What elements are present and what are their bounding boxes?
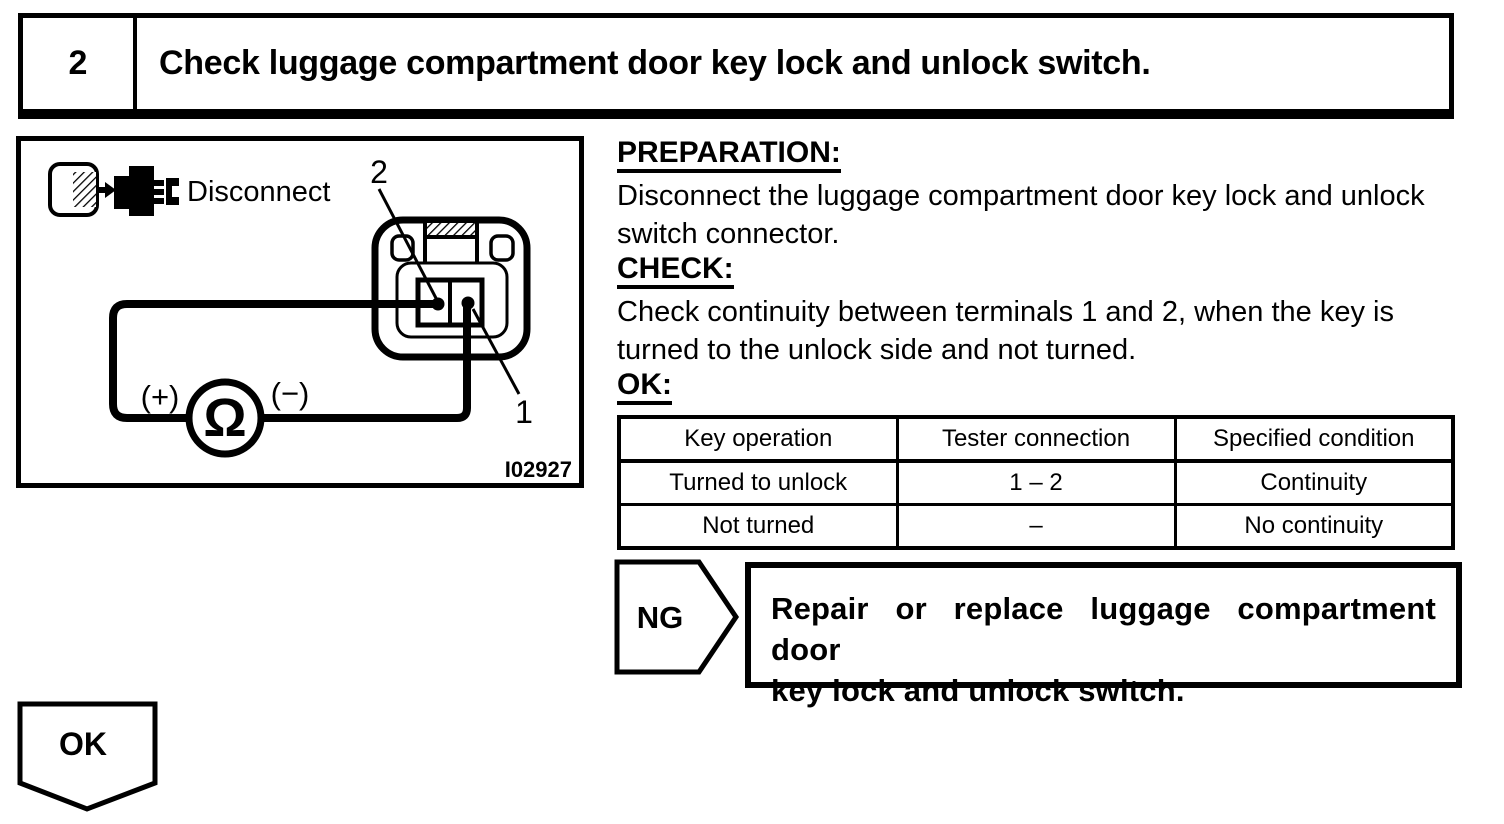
col-key-operation: Key operation xyxy=(617,415,899,463)
disconnect-label: Disconnect xyxy=(187,176,330,208)
cell-key-operation: Not turned xyxy=(617,503,899,550)
step-number: 2 xyxy=(23,18,137,109)
col-tester-connection: Tester connection xyxy=(895,415,1177,463)
ng-action-box: Repair or replace luggage compartment do… xyxy=(745,562,1462,708)
ok-pentagon xyxy=(17,701,158,812)
table-row: Not turned – No continuity xyxy=(617,503,1455,550)
terminal-1-label: 1 xyxy=(515,394,533,430)
wiring-diagram: Disconnect 2 1 Ω xyxy=(48,154,572,482)
preparation-heading: PREPARATION: xyxy=(617,138,841,173)
disconnect-hatch-icon xyxy=(73,172,96,207)
instructions: PREPARATION: Disconnect the luggage comp… xyxy=(617,138,1462,550)
terminal-1-leader xyxy=(471,308,521,395)
ng-action-line: Repair or replace luggage compartment do… xyxy=(771,591,1436,667)
disconnect-plug-icon xyxy=(114,166,180,216)
plus-lead-label: (+) xyxy=(141,379,180,414)
ng-action-line: key lock and unlock switch. xyxy=(771,673,1185,708)
ng-label: NG xyxy=(637,600,684,635)
ohmmeter-icon xyxy=(185,378,265,458)
terminal-2-probe-dot xyxy=(431,297,445,311)
ohm-symbol: Ω xyxy=(203,388,246,448)
check-heading: CHECK: xyxy=(617,254,734,289)
cell-tester-connection: 1 – 2 xyxy=(895,459,1177,506)
terminal-2-leader xyxy=(377,188,440,303)
check-text-line: turned to the unlock side and not turned… xyxy=(617,334,1137,366)
cell-specified-condition: Continuity xyxy=(1173,459,1455,506)
connector-keyway-hatch xyxy=(427,223,475,236)
tester-wire-positive xyxy=(109,300,438,422)
ok-flow-arrow: OK xyxy=(17,701,158,812)
tester-wire-negative xyxy=(261,303,471,422)
arrow-right-icon xyxy=(97,182,116,198)
minus-lead-label: (−) xyxy=(271,376,310,411)
table-header-row: Key operation Tester connection Specifie… xyxy=(617,415,1455,463)
terminal-1-probe-dot xyxy=(461,296,475,310)
cell-specified-condition: No continuity xyxy=(1173,503,1455,550)
connector-hole-right xyxy=(489,234,515,262)
preparation-text-line: Disconnect the luggage compartment door … xyxy=(617,180,1425,212)
terminal-2-label: 2 xyxy=(370,154,388,190)
col-specified-condition: Specified condition xyxy=(1173,415,1455,463)
ok-heading: OK: xyxy=(617,370,672,405)
ng-flow-arrow: NG xyxy=(614,559,740,675)
cell-tester-connection: – xyxy=(895,503,1177,550)
check-text-line: Check continuity between terminals 1 and… xyxy=(617,296,1394,328)
ok-label: OK xyxy=(59,726,107,762)
cell-key-operation: Turned to unlock xyxy=(617,459,899,506)
ng-pentagon xyxy=(614,559,740,675)
table-row: Turned to unlock 1 – 2 Continuity xyxy=(617,459,1455,506)
step-title: Check luggage compartment door key lock … xyxy=(159,44,1151,82)
continuity-spec-table: Key operation Tester connection Specifie… xyxy=(617,415,1455,550)
preparation-text-line: switch connector. xyxy=(617,218,840,250)
figure-code: I02927 xyxy=(505,457,572,482)
step-header: 2 Check luggage compartment door key loc… xyxy=(18,13,1454,119)
diagram-panel: Disconnect 2 1 Ω xyxy=(16,136,584,488)
